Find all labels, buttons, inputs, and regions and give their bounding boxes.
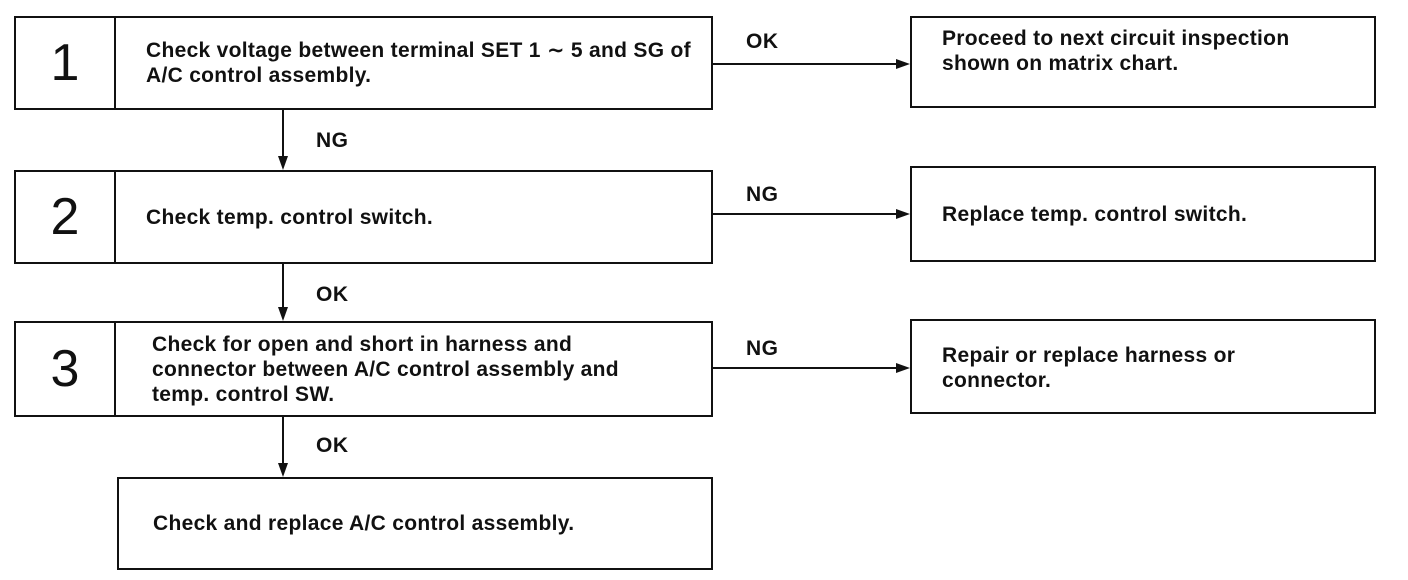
step-2-box: 2 Check temp. control switch. <box>14 170 713 264</box>
step-2-number: 2 <box>16 172 116 262</box>
result-1-box: Proceed to next circuit inspection shown… <box>910 16 1376 108</box>
step-1-text: Check voltage between terminal SET 1 ∼ 5… <box>146 18 697 108</box>
step-2-text-content: Check temp. control switch. <box>146 205 433 229</box>
step-3-text-content: Check for open and short in harness and … <box>152 332 619 406</box>
step-3-right-label: NG <box>746 337 779 360</box>
step-2-text: Check temp. control switch. <box>146 172 697 262</box>
result-2-box: Replace temp. control switch. <box>910 166 1376 262</box>
result-1-text: Proceed to next circuit inspection shown… <box>942 18 1362 106</box>
arrowhead-1-ok <box>896 59 910 69</box>
step-1-right-label: OK <box>746 30 779 53</box>
result-3-box: Repair or replace harness or connector. <box>910 319 1376 414</box>
result-2-text-content: Replace temp. control switch. <box>942 202 1248 226</box>
result-2-text: Replace temp. control switch. <box>942 168 1362 260</box>
arrowhead-1-ng <box>278 156 288 170</box>
result-1-text-content: Proceed to next circuit inspection shown… <box>942 27 1290 75</box>
step-3-number: 3 <box>16 323 116 415</box>
step-1-box: 1 Check voltage between terminal SET 1 ∼… <box>14 16 713 110</box>
step-3-down-label: OK <box>316 434 349 457</box>
arrowhead-2-ok <box>278 307 288 321</box>
step-1-text-content: Check voltage between terminal SET 1 ∼ 5… <box>146 39 691 87</box>
result-3-text: Repair or replace harness or connector. <box>942 321 1362 412</box>
step-3-box: 3 Check for open and short in harness an… <box>14 321 713 417</box>
final-box: Check and replace A/C control assembly. <box>117 477 713 570</box>
step-2-right-label: NG <box>746 183 779 206</box>
arrowhead-3-ok <box>278 463 288 477</box>
step-3-text: Check for open and short in harness and … <box>152 323 697 415</box>
step-2-down-label: OK <box>316 283 349 306</box>
step-1-number: 1 <box>16 18 116 108</box>
arrowhead-3-ng <box>896 363 910 373</box>
final-text-content: Check and replace A/C control assembly. <box>153 512 575 535</box>
result-3-text-content: Repair or replace harness or connector. <box>942 344 1236 392</box>
step-1-down-label: NG <box>316 129 349 152</box>
final-text: Check and replace A/C control assembly. <box>153 479 699 568</box>
arrowhead-2-ng <box>896 209 910 219</box>
